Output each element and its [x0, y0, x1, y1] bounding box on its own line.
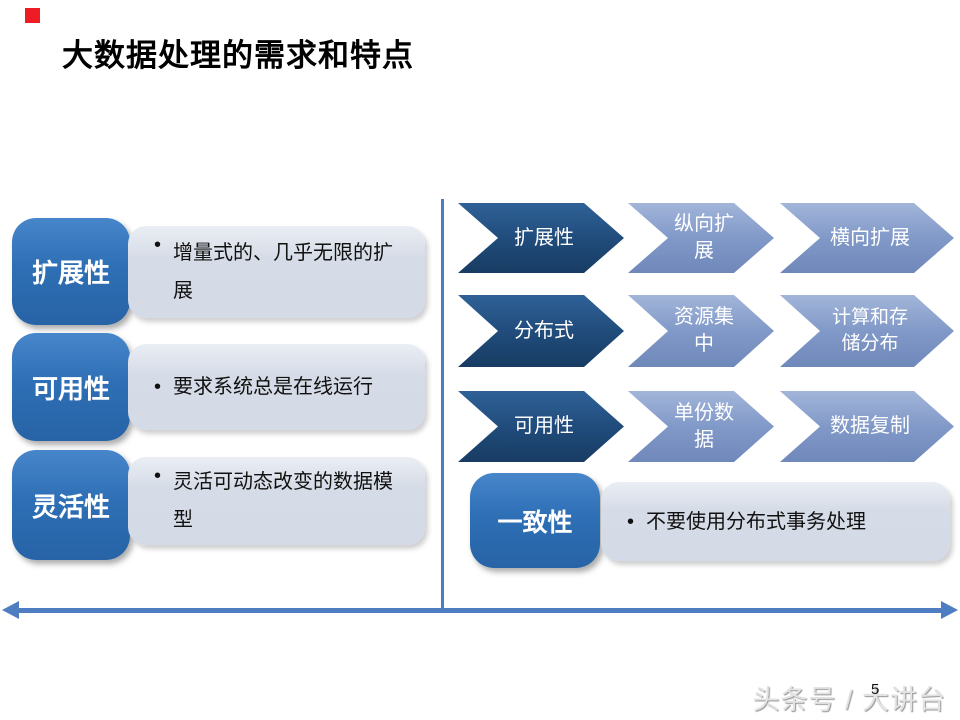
process-step-single-copy-data: 单份数据: [628, 391, 774, 462]
feature-badge-flexibility: 灵活性: [12, 450, 130, 560]
feature-badge-label: 可用性: [31, 373, 110, 404]
process-step-label: 可用性: [514, 415, 574, 437]
bullet-icon: •: [627, 510, 635, 533]
page-number: 5: [871, 681, 880, 698]
horizontal-axis-line: [14, 608, 946, 613]
feature-badge-label: 扩展性: [31, 258, 110, 288]
arrow-right-icon: [941, 601, 958, 619]
feature-badge-availability: 可用性: [12, 333, 130, 441]
feature-description-text: 要求系统总是在线运行: [173, 376, 374, 398]
process-step-vertical-scaling: 纵向扩展: [628, 203, 774, 273]
process-step-horizontal-scaling: 横向扩展: [780, 203, 954, 273]
process-step-label: 单份数据: [674, 401, 734, 451]
process-step-label: 分布式: [514, 319, 574, 342]
consistency-badge: 一致性: [470, 473, 600, 568]
feature-badge-scalability: 扩展性: [12, 218, 130, 325]
watermark: 头条号 / 大讲台: [752, 685, 946, 715]
process-step-label: 资源集中: [674, 306, 734, 355]
consistency-description-text: 不要使用分布式事务处理: [646, 510, 867, 533]
page-title: 大数据处理的需求和特点: [62, 38, 414, 73]
process-step-resource-centralized: 资源集中: [628, 295, 774, 367]
process-step-label: 扩展性: [514, 226, 574, 249]
process-step-distributed: 分布式: [458, 295, 624, 367]
process-step-label: 纵向扩展: [674, 213, 734, 262]
feature-description-scalability: • 增量式的、几乎无限的扩展: [128, 226, 425, 318]
bullet-icon: •: [154, 234, 162, 256]
feature-description-flexibility: • 灵活可动态改变的数据模型: [128, 457, 425, 545]
process-step-availability: 可用性: [458, 391, 624, 462]
process-step-label: 横向扩展: [830, 226, 910, 249]
process-step-label: 数据复制: [830, 415, 910, 437]
feature-description-text: 灵活可动态改变的数据模型: [173, 471, 394, 531]
feature-description-availability: • 要求系统总是在线运行: [128, 344, 425, 430]
feature-badge-label: 灵活性: [31, 491, 110, 522]
bullet-icon: •: [154, 465, 162, 487]
process-step-label: 计算和存储分布: [831, 307, 908, 354]
consistency-badge-label: 一致性: [497, 508, 573, 537]
process-step-data-replication: 数据复制: [780, 391, 954, 462]
feature-description-text: 增量式的、几乎无限的扩展: [173, 242, 394, 302]
process-step-scalability: 扩展性: [458, 203, 624, 273]
consistency-description: • 不要使用分布式事务处理: [601, 482, 950, 561]
bullet-icon: •: [154, 376, 162, 398]
red-accent-icon: [25, 8, 40, 23]
process-step-compute-storage-distribution: 计算和存储分布: [780, 295, 954, 367]
vertical-divider: [441, 199, 444, 608]
arrow-left-icon: [2, 601, 19, 619]
